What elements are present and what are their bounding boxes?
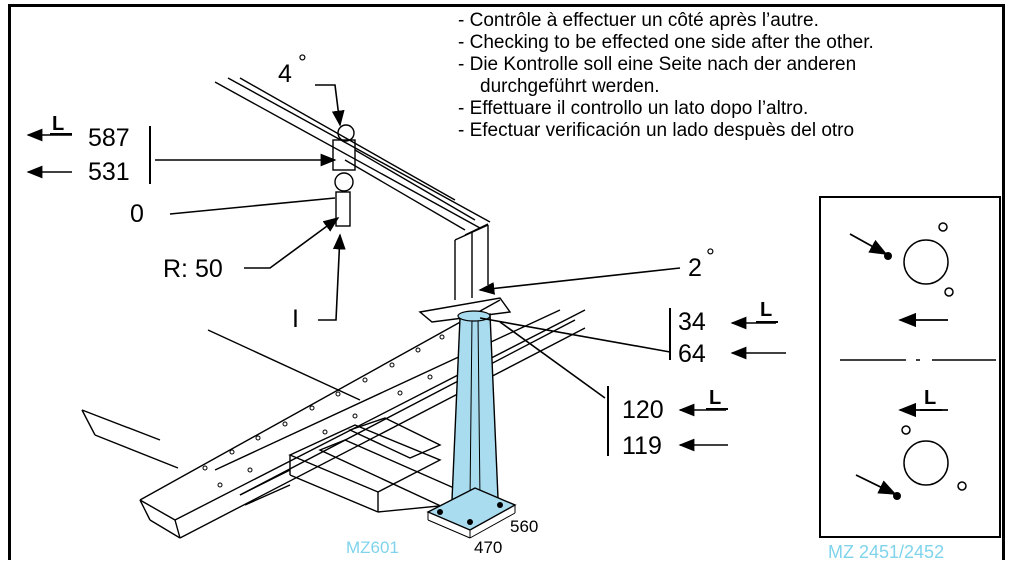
- leader-lines: [26, 84, 786, 452]
- note-en: - Checking to be effected one side after…: [458, 32, 874, 53]
- inset-panel: [819, 196, 1001, 538]
- label-531: 531: [88, 158, 130, 186]
- support-column: [426, 310, 517, 539]
- note-de-1: - Die Kontrolle soll eine Seite nach der…: [458, 54, 857, 75]
- diagram-frame: [8, 4, 1005, 560]
- model-tag-right: MZ 2451/2452: [828, 542, 945, 562]
- l-mark-120: L: [709, 387, 722, 409]
- frame-structure: [81, 77, 586, 539]
- dimension-brackets: [149, 126, 671, 456]
- label-right-angle: 2: [688, 254, 702, 282]
- model-tag-left: MZ601: [346, 538, 399, 557]
- frame-holes: [202, 334, 445, 488]
- label-top-angle: 4: [278, 60, 292, 88]
- note-it: - Effettuare il controllo un lato dopo l…: [458, 98, 809, 119]
- label-base-width: 470: [474, 538, 503, 557]
- label-120: 120: [622, 396, 664, 424]
- label-base-depth: 560: [510, 517, 539, 536]
- label-64: 64: [678, 340, 706, 368]
- label-radius: R: 50: [163, 255, 223, 283]
- l-mark-left: L: [52, 113, 65, 135]
- label-119: 119: [622, 432, 662, 460]
- l-mark-34: L: [760, 299, 773, 321]
- label-34: 34: [678, 308, 706, 336]
- label-587: 587: [88, 124, 130, 152]
- note-es: - Efectuar verificación un lado despuès …: [458, 120, 855, 141]
- note-fr: - Contrôle à effectuer un côté après l’a…: [458, 10, 819, 31]
- note-de-2: durchgeführt werden.: [480, 76, 660, 97]
- degree-right: °: [706, 244, 715, 269]
- label-zero: 0: [130, 200, 144, 228]
- degree-top: °: [298, 50, 307, 75]
- l-mark-inset: L: [924, 387, 937, 409]
- label-roman-one: I: [292, 305, 299, 333]
